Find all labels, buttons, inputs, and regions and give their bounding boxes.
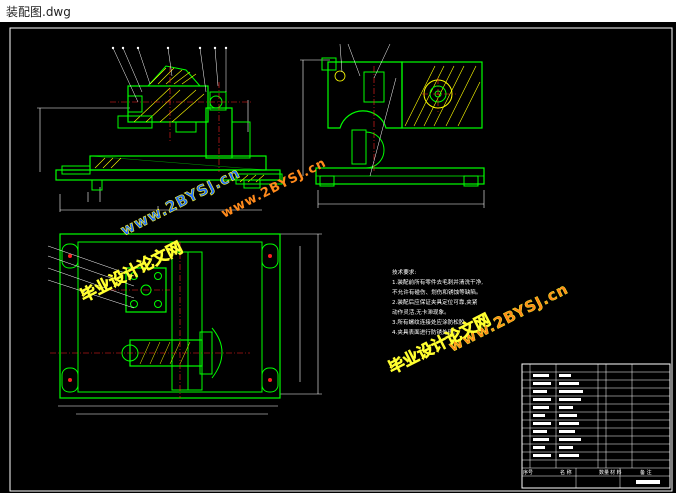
tb-header-mat: 材 料: [610, 469, 622, 476]
drawing-border: [9, 27, 673, 492]
file-title: 装配图.dwg: [6, 5, 71, 19]
top-view: [47, 233, 322, 415]
drawing-canvas[interactable]: 技术要求: 1.装配前所有零件去毛刺并清洗干净, 不允许有碰伤、划伤和锈蚀等缺陷…: [0, 22, 676, 493]
technical-notes: 技术要求: 1.装配前所有零件去毛刺并清洗干净, 不允许有碰伤、划伤和锈蚀等缺陷…: [392, 268, 483, 336]
front-view: [37, 46, 283, 216]
watermark-site-left: www.2BYSJ.cn: [118, 164, 244, 240]
notes-line: 2.装配后应保证夹具定位可靠,夹紧: [392, 298, 478, 306]
notes-line: 3.所有螺纹连接处应涂防松胶。: [392, 318, 470, 326]
notes-line: 不允许有碰伤、划伤和锈蚀等缺陷。: [392, 288, 482, 296]
notes-heading: 技术要求:: [392, 268, 416, 276]
drawing-svg: 技术要求: 1.装配前所有零件去毛刺并清洗干净, 不允许有碰伤、划伤和锈蚀等缺陷…: [9, 27, 673, 492]
tb-header-name: 名 称: [560, 469, 572, 476]
notes-line: 4.夹具表面进行防锈处理。: [392, 328, 459, 336]
tb-header-note: 备 注: [640, 469, 652, 476]
tb-header-qty: 数量: [599, 469, 609, 476]
side-view: [300, 43, 485, 208]
title-bar: 装配图.dwg: [0, 0, 676, 22]
tb-header-no: 序号: [523, 469, 533, 476]
notes-line: 动作灵活,无卡滞现象。: [392, 308, 450, 316]
notes-line: 1.装配前所有零件去毛刺并清洗干净,: [392, 278, 483, 286]
title-block: 序号 名 称 数量 材 料 备 注: [521, 363, 671, 489]
watermark-left: www.2BYSJ.cn: [117, 163, 244, 240]
